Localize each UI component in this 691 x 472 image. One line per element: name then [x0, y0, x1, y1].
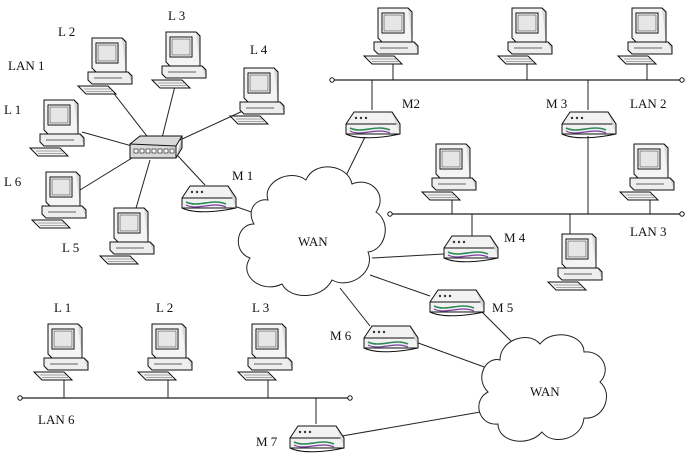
lan2-label: LAN 2 — [630, 96, 666, 111]
desktop-computer-icon — [363, 7, 419, 65]
m7-label: M 7 — [256, 434, 278, 449]
desktop-computer-icon — [137, 323, 193, 381]
modem-router-icon — [363, 325, 419, 353]
modem-m7 — [289, 425, 345, 453]
wan-top-label: WAN — [298, 234, 328, 249]
desktop-computer-icon — [31, 171, 87, 229]
desktop-computer-icon — [237, 323, 293, 381]
lan6-l3-label: L 3 — [252, 300, 269, 315]
lan2-computer-3 — [617, 7, 673, 65]
lan1-l2-label: L 2 — [58, 24, 75, 39]
m5-label: M 5 — [492, 300, 513, 315]
lan6-l1-label: L 1 — [54, 300, 71, 315]
lan2-computer-2 — [497, 7, 553, 65]
lan1-l4-label: L 4 — [250, 42, 268, 57]
lan1-label: LAN 1 — [8, 58, 44, 73]
lan6-l2-label: L 2 — [156, 300, 173, 315]
modem-m1 — [181, 185, 237, 213]
lan3-computer-2 — [619, 143, 675, 201]
lan1-l1-label: L 1 — [4, 102, 21, 117]
lan6-computer-l3 — [237, 323, 293, 381]
modem-m5 — [429, 289, 485, 317]
hub-switch-icon — [129, 135, 183, 159]
lan6-computer-l2 — [137, 323, 193, 381]
m3-label: M 3 — [546, 96, 567, 111]
lan2-bus — [329, 77, 685, 83]
desktop-computer-icon — [77, 37, 133, 95]
modem-m4 — [443, 235, 499, 263]
modem-m6 — [363, 325, 419, 353]
modem-router-icon — [443, 235, 499, 263]
modem-m3 — [561, 111, 617, 139]
modem-router-icon — [345, 111, 401, 139]
network-cloud-icon — [237, 166, 386, 297]
lan3-computer-1 — [421, 143, 477, 201]
wan-cloud-bottom: WAN — [478, 334, 608, 442]
network-cloud-icon — [478, 334, 608, 442]
desktop-computer-icon — [619, 143, 675, 201]
desktop-computer-icon — [617, 7, 673, 65]
desktop-computer-icon — [151, 31, 207, 89]
m1-label: M 1 — [232, 168, 253, 183]
desktop-computer-icon — [421, 143, 477, 201]
lan1-computer-l6 — [31, 171, 87, 229]
lan1-computer-l1 — [29, 99, 85, 157]
lan1-l3-label: L 3 — [168, 8, 185, 23]
lan1-computer-l5 — [99, 207, 155, 265]
desktop-computer-icon — [33, 323, 89, 381]
desktop-computer-icon — [29, 99, 85, 157]
m6-label: M 6 — [330, 328, 352, 343]
lan1-computer-l4 — [229, 67, 285, 125]
desktop-computer-icon — [497, 7, 553, 65]
wan-bottom-label: WAN — [530, 384, 560, 399]
lan3-bus — [387, 211, 685, 217]
m4-label: M 4 — [504, 230, 526, 245]
lan3-label: LAN 3 — [630, 224, 666, 239]
lan6-computer-l1 — [33, 323, 89, 381]
modem-m2 — [345, 111, 401, 139]
lan1-l6-label: L 6 — [4, 174, 22, 189]
lan6-bus — [17, 395, 353, 401]
lan6-label: LAN 6 — [38, 412, 75, 427]
lan3-computer-3 — [547, 233, 603, 291]
lan1-computer-l3 — [151, 31, 207, 89]
desktop-computer-icon — [547, 233, 603, 291]
lan1-computer-l2 — [77, 37, 133, 95]
modem-router-icon — [429, 289, 485, 317]
modem-router-icon — [181, 185, 237, 213]
wan-cloud-top: WAN — [237, 166, 386, 297]
modem-router-icon — [561, 111, 617, 139]
lan1-l5-label: L 5 — [62, 240, 79, 255]
desktop-computer-icon — [229, 67, 285, 125]
desktop-computer-icon — [99, 207, 155, 265]
lan2-computer-1 — [363, 7, 419, 65]
m2-label: M2 — [402, 96, 420, 111]
modem-router-icon — [289, 425, 345, 453]
